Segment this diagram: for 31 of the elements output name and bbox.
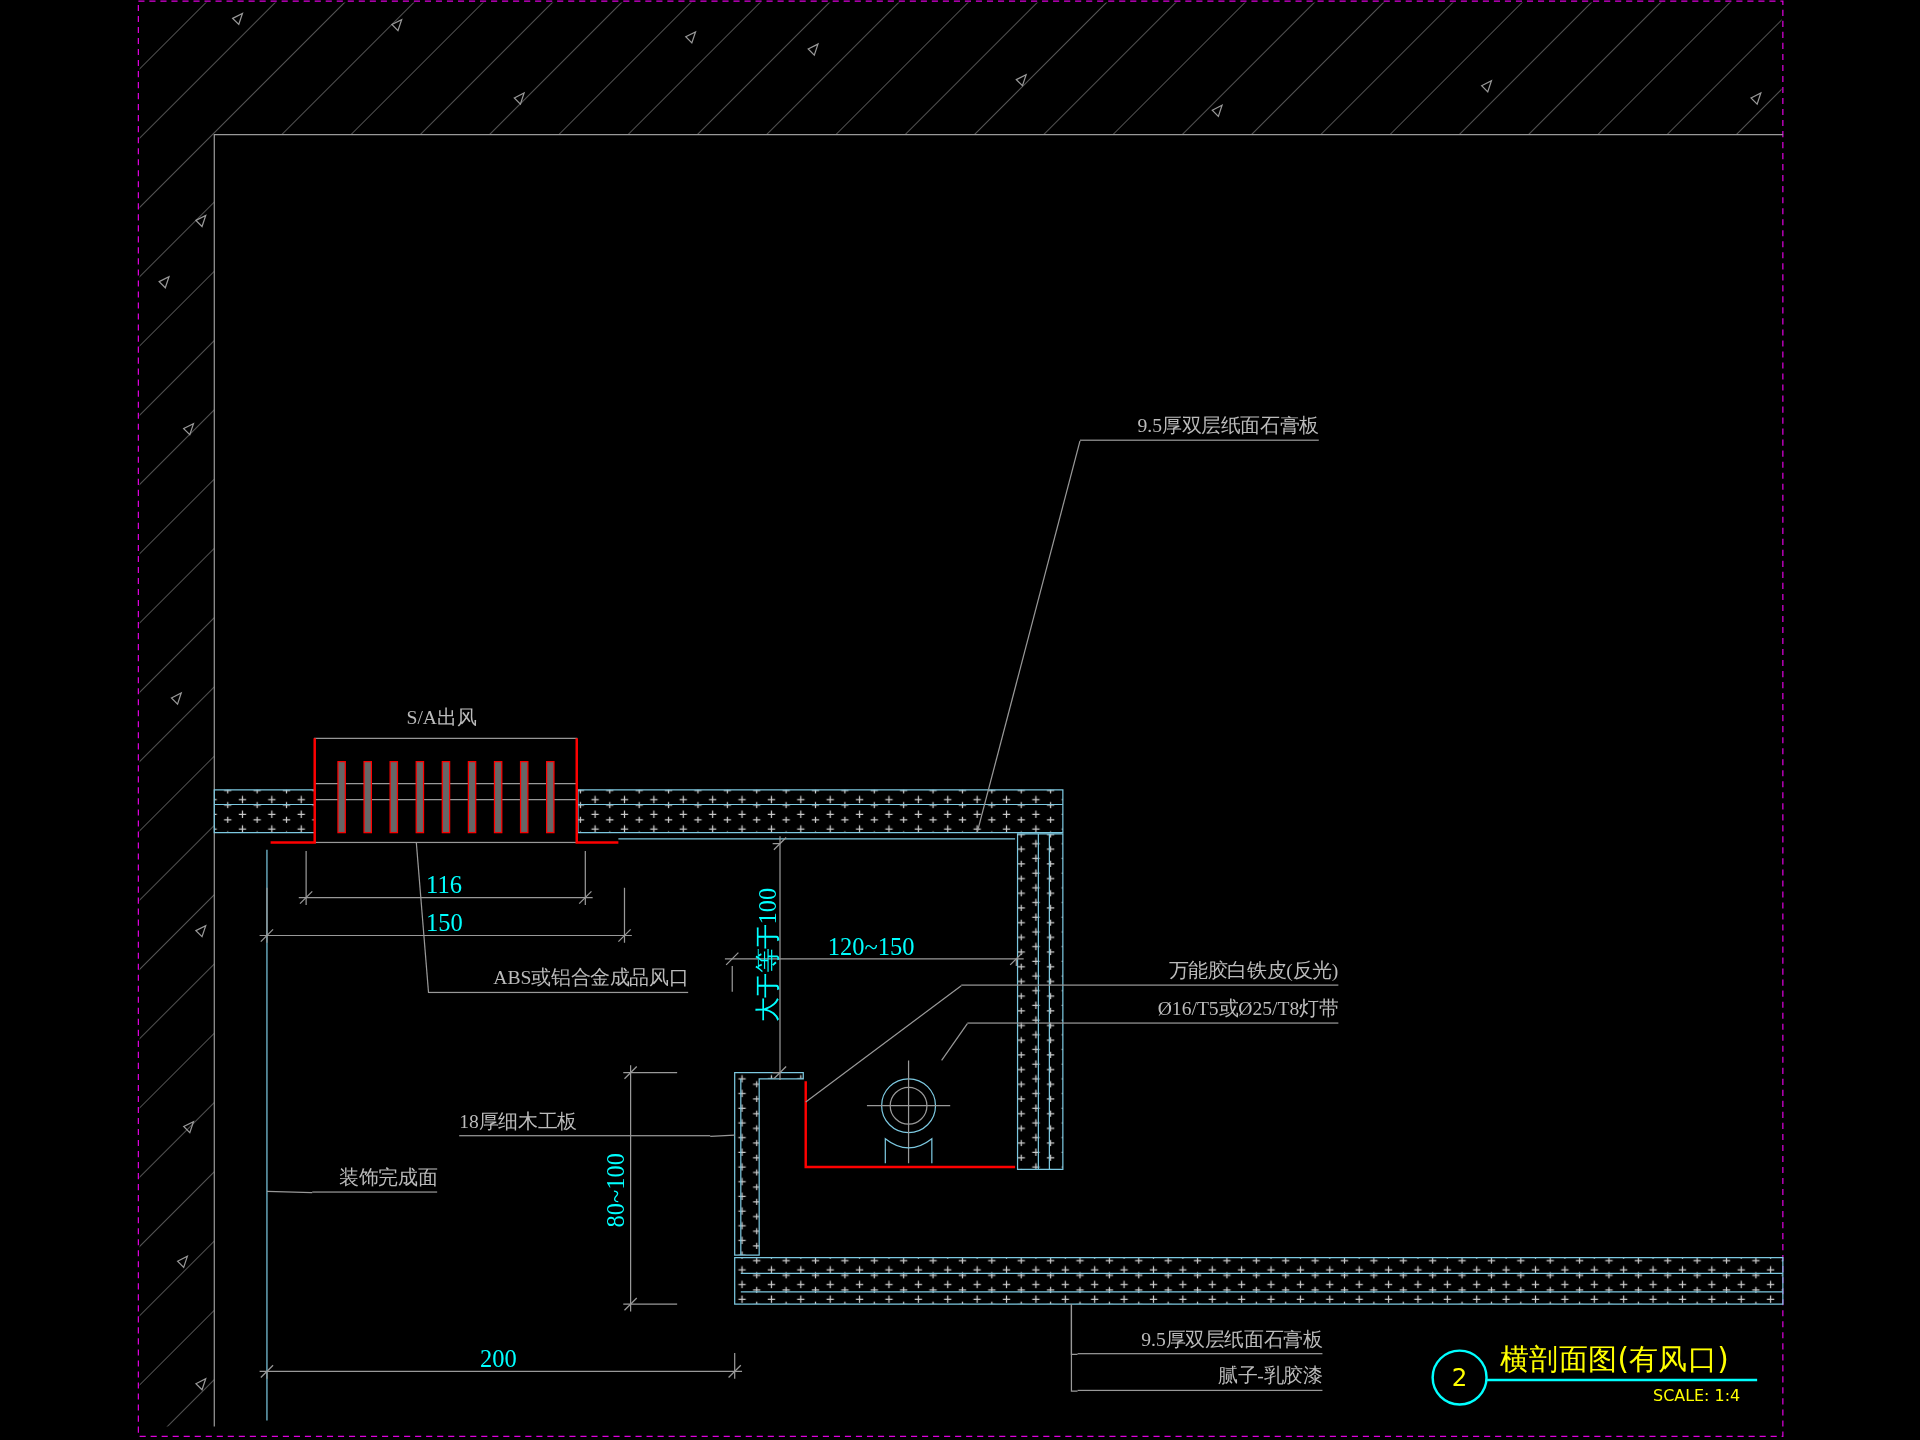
dimension-text: 200: [480, 1343, 517, 1373]
leader-line: [976, 440, 1081, 834]
callout-text: 18厚细木工板: [459, 1109, 711, 1137]
wood-board: [734, 1072, 804, 1256]
leader-line: [805, 985, 962, 1103]
leader-line: [415, 841, 430, 994]
drawing-title: 横剖面图(有风口): [1500, 1342, 1729, 1377]
part-caption: S/A出风: [406, 705, 477, 730]
lamp-drawing: [866, 1059, 951, 1164]
dimension-text: 120~150: [827, 932, 915, 962]
view-number: 2: [1450, 1362, 1469, 1393]
callout-text: ABS或铝合金成品风口: [428, 966, 689, 994]
dimension-text: 150: [426, 907, 463, 937]
leader-line: [266, 1190, 313, 1194]
leader-line: [1070, 1303, 1079, 1392]
dimension-text: 80~100: [601, 1151, 631, 1230]
reflective-sheet: [804, 1081, 1016, 1169]
callout-text: 腻子-乳胶漆: [1077, 1364, 1323, 1391]
ceiling-board: [213, 789, 1064, 834]
callout-text: 9.5厚双层纸面石膏板: [1080, 413, 1319, 441]
callout-text: Ø16/T5或Ø25/T8灯带: [967, 996, 1339, 1024]
callout-text: 9.5厚双层纸面石膏板: [1077, 1327, 1323, 1355]
leader-line: [941, 1023, 968, 1061]
callout-text: 装饰完成面: [312, 1165, 438, 1193]
air-grille-drawing: [269, 737, 620, 844]
finish-line: [266, 849, 268, 1421]
leader-line: [709, 1134, 736, 1137]
dimension-text: 大于等于100: [753, 886, 783, 1025]
callout-text: 万能胶白铁皮(反光): [961, 958, 1339, 986]
scale-text: SCALE: 1:4: [1653, 1385, 1741, 1406]
dimension-text: 116: [426, 869, 462, 899]
